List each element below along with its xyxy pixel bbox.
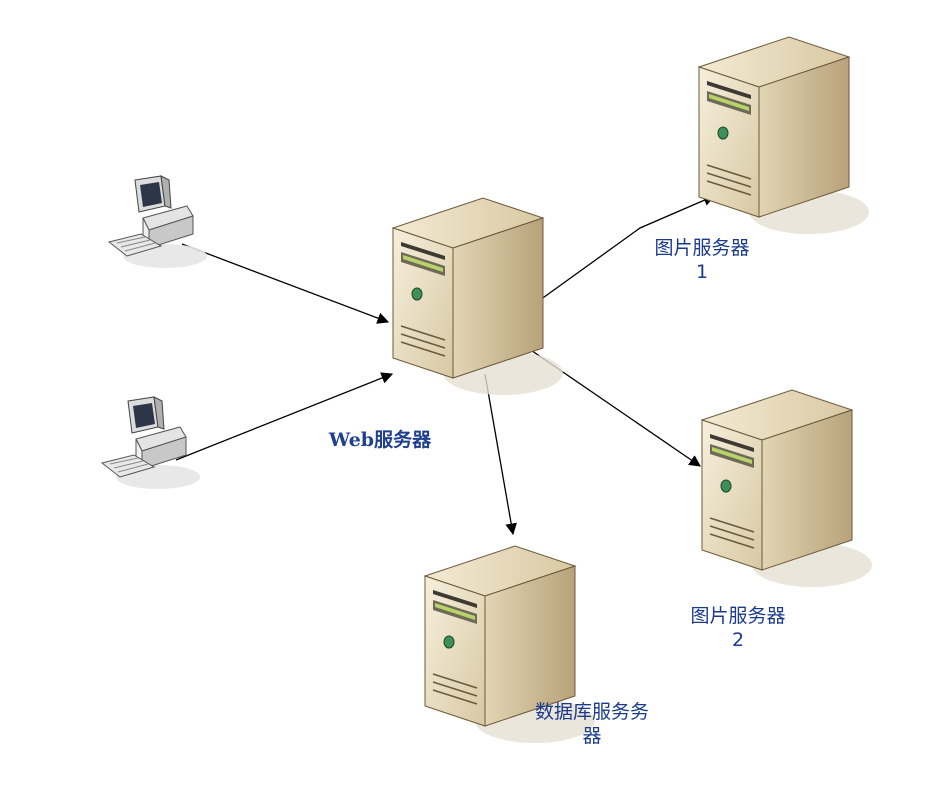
edge-client2-to-web xyxy=(175,372,394,461)
image-server-2-label-line1: 图片服务器 xyxy=(690,605,786,627)
image-server-1-label-line1: 图片服务器 xyxy=(654,237,750,259)
image-server-2 xyxy=(701,389,873,588)
client-computer-1 xyxy=(108,175,208,269)
web-server xyxy=(392,197,564,396)
image-server-2-label-line2: 2 xyxy=(731,629,745,651)
image-server-1-label-line2: 1 xyxy=(695,261,709,283)
image-server-1-label: 图片服务器 1 xyxy=(632,236,772,284)
database-server-label: 数据库服务务 器 xyxy=(522,700,662,748)
database-server-label-line2: 器 xyxy=(582,725,602,747)
image-server-2-label: 图片服务器 2 xyxy=(668,604,808,652)
database-server-label-line1: 数据库服务务 xyxy=(534,701,649,723)
edge-client1-to-web xyxy=(181,243,390,324)
web-server-label: Web服务器 xyxy=(328,429,432,451)
client-computer-2 xyxy=(101,396,201,490)
edge-web-to-db xyxy=(484,373,517,536)
edge-web-to-image1 xyxy=(539,194,716,301)
image-server-1 xyxy=(698,36,870,235)
